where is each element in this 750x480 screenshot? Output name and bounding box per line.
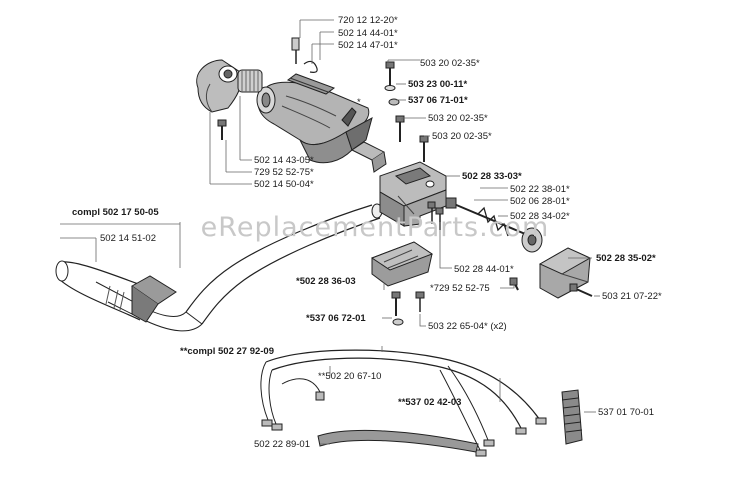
part-label-503-23-00-11: 503 23 00-11* xyxy=(408,79,468,90)
part-label-502-06-28-01: 502 06 28-01* xyxy=(510,196,570,207)
part-label-502-14-47-01: 502 14 47-01* xyxy=(338,40,398,51)
part-label-503-22-65-04: 503 22 65-04* (x2) xyxy=(428,321,507,332)
part-label-729-52-52-75-b: *729 52 52-75 xyxy=(430,283,490,294)
long-screw xyxy=(445,197,543,253)
part-label-502-28-36-03: *502 28 36-03 xyxy=(296,276,356,287)
part-label-502-28-34-02: 502 28 34-02* xyxy=(510,211,570,222)
part-label-503-20-02-35-a: 503 20 02-35* xyxy=(420,58,480,69)
leader-lines xyxy=(60,19,600,445)
part-label-compl-502-17-50-05: compl 502 17 50-05 xyxy=(72,207,159,218)
part-label-502-14-44-01: 502 14 44-01* xyxy=(338,28,398,39)
lower-bracket xyxy=(370,241,519,326)
part-label-502-28-35-02: 502 28 35-02* xyxy=(596,253,656,264)
handle-bar xyxy=(55,203,383,332)
part-label-502-28-33-03: 502 28 33-03* xyxy=(462,171,522,182)
part-label-502-14-51-02: 502 14 51-02 xyxy=(100,233,156,244)
part-label-502-22-38-01: 502 22 38-01* xyxy=(510,184,570,195)
star-mark: * xyxy=(357,97,361,108)
part-label-537-01-70-01: 537 01 70-01 xyxy=(598,407,654,418)
bracket xyxy=(379,61,447,230)
part-label-729-52-52-75-a: 729 52 52-75* xyxy=(254,167,314,178)
part-label-502-14-50-04: 502 14 50-04* xyxy=(254,179,314,190)
sleeve xyxy=(317,429,479,453)
part-label-503-20-02-35-b: 503 20 02-35* xyxy=(428,113,488,124)
wire-harness xyxy=(260,349,547,457)
part-label-503-21-07-22: 503 21 07-22* xyxy=(602,291,662,302)
spring-boot xyxy=(561,389,583,445)
part-label-502-28-44-01: 502 28 44-01* xyxy=(454,264,514,275)
part-label-502-22-89-01: 502 22 89-01 xyxy=(254,439,310,450)
part-label-502-14-43-05: 502 14 43-05* xyxy=(254,155,314,166)
part-label-537-06-72-01: *537 06 72-01 xyxy=(306,313,366,324)
part-label-537-06-71-01: 537 06 71-01* xyxy=(408,95,468,106)
part-label-502-20-67-10: **502 20 67-10 xyxy=(318,371,382,382)
part-label-720-12-12-20: 720 12 12-20* xyxy=(338,15,398,26)
end-cap xyxy=(196,59,263,140)
part-label-compl-502-27-92-09: **compl 502 27 92-09 xyxy=(180,346,275,357)
part-label-503-20-02-35-c: 503 20 02-35* xyxy=(432,131,492,142)
cover xyxy=(538,247,593,299)
watermark: eReplacementParts.com xyxy=(200,212,550,243)
throttle-handle xyxy=(256,37,387,173)
part-label-537-02-42-03: **537 02 42-03 xyxy=(398,397,462,408)
